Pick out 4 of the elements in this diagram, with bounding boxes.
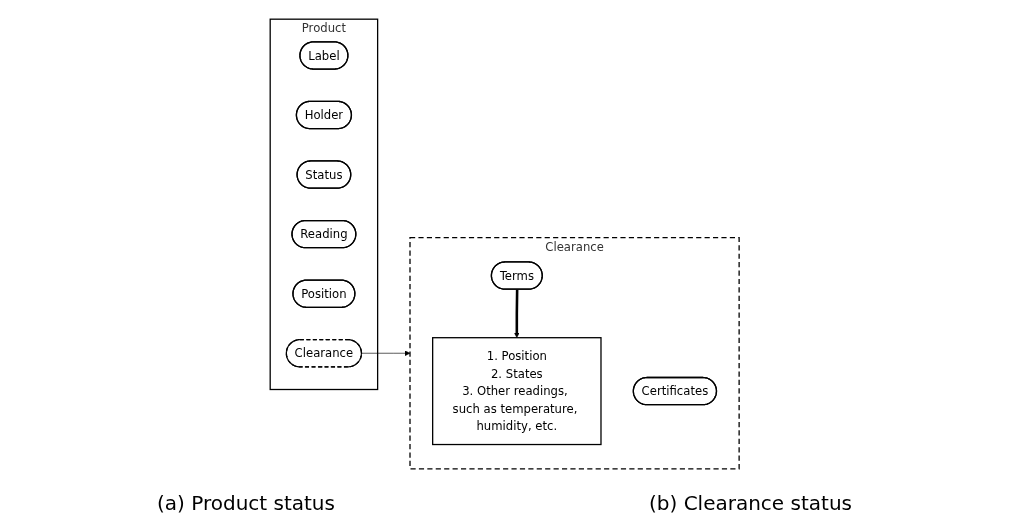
- caption: (a) Product status: [157, 491, 335, 515]
- caption: (b) Clearance status: [648, 491, 852, 515]
- arrow: [513, 288, 520, 338]
- node-box: 1. Position 2. States 3. Other readings, such as temperature, humidity, etc.: [431, 336, 602, 445]
